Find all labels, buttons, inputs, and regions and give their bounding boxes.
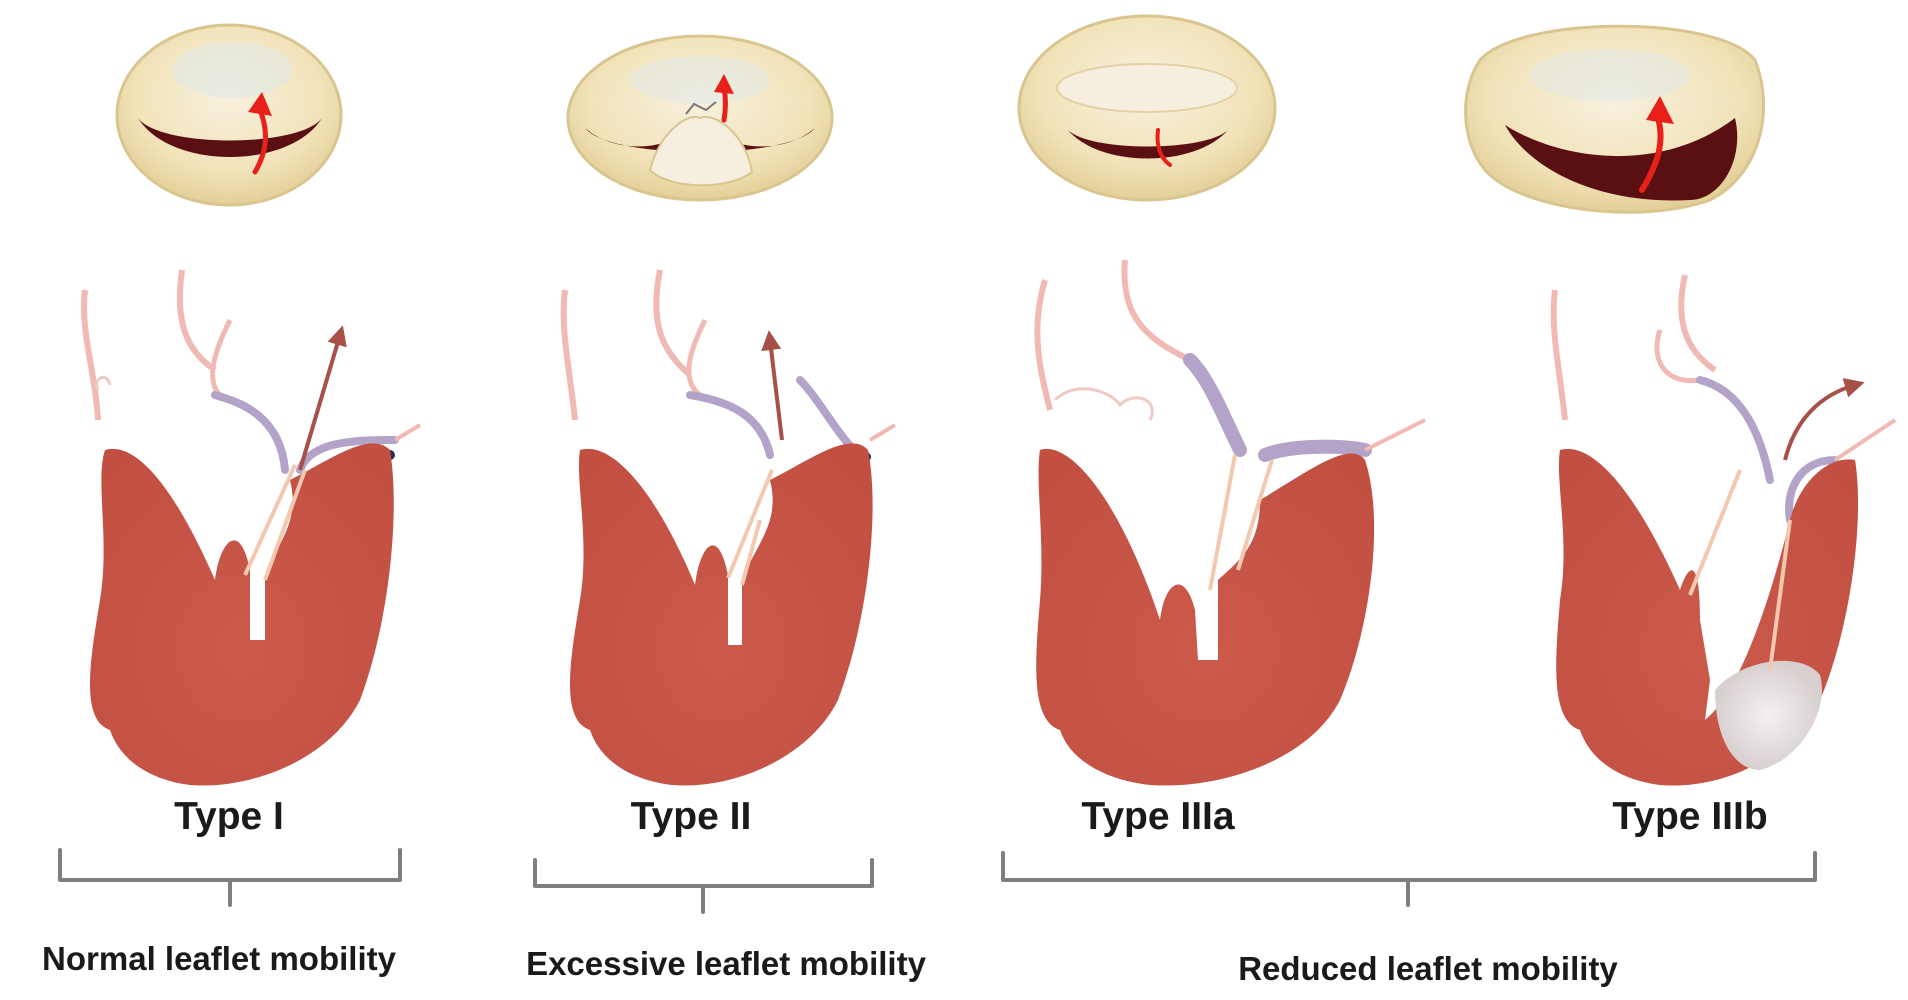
valve-view-type-iiia <box>1019 16 1275 200</box>
group-label-reduced: Reduced leaflet mobility <box>1238 950 1618 988</box>
bracket-excessive <box>535 860 872 912</box>
valve-view-type-i <box>117 25 341 205</box>
type-i-label: Type I <box>174 795 284 839</box>
heart-section-type-i <box>84 270 420 786</box>
heart-section-type-iiib <box>1554 275 1895 786</box>
heart-section-type-iiia <box>1036 260 1425 786</box>
bracket-normal <box>60 850 400 905</box>
type-iiia-label: Type IIIa <box>1081 795 1234 839</box>
group-label-excessive: Excessive leaflet mobility <box>526 945 926 983</box>
bracket-reduced <box>1003 853 1815 905</box>
valve-view-type-iiib <box>1466 26 1764 212</box>
type-iiib-label: Type IIIb <box>1612 795 1767 839</box>
valve-view-type-ii <box>568 36 832 200</box>
heart-section-type-ii <box>564 270 895 786</box>
type-ii-label: Type II <box>631 795 752 839</box>
group-label-normal: Normal leaflet mobility <box>42 940 396 978</box>
